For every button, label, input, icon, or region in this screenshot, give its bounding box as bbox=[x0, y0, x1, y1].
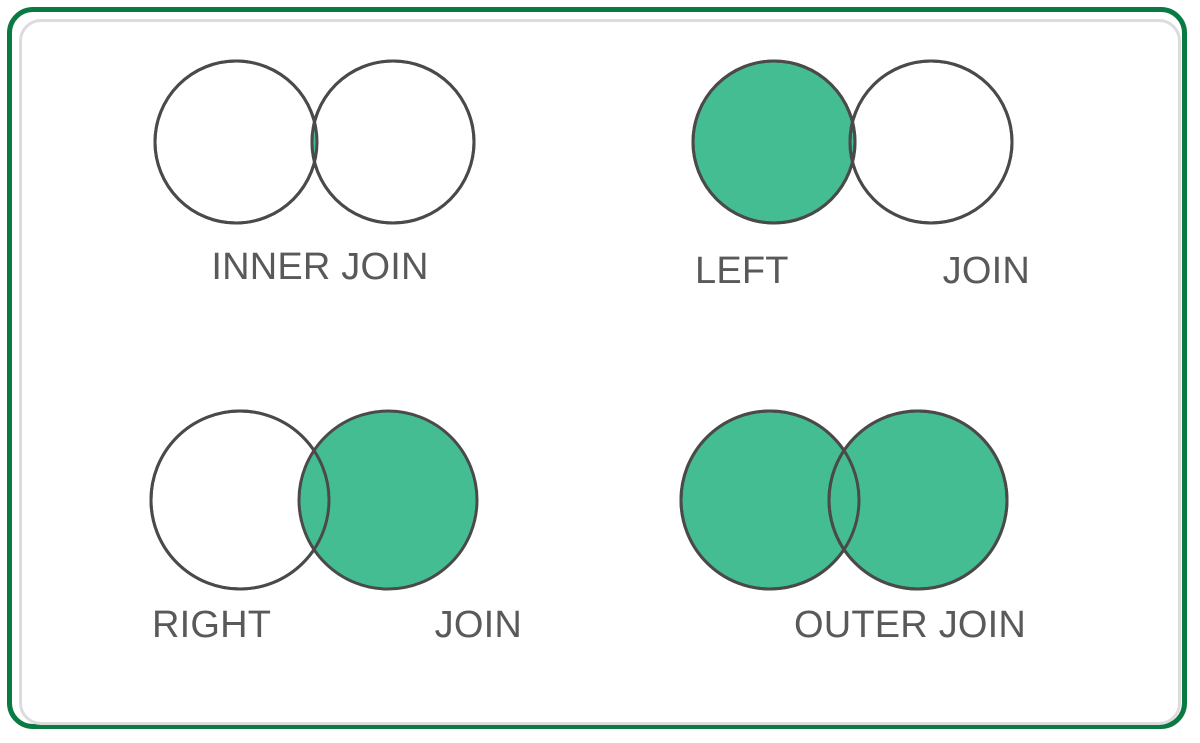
venn-diagram-left-join bbox=[686, 42, 1026, 242]
left-circle-outline bbox=[149, 409, 331, 591]
outer-join-svg bbox=[679, 409, 1009, 591]
right-circle bbox=[297, 409, 479, 591]
inner-frame-border bbox=[19, 19, 1181, 725]
left-circle-outline bbox=[691, 59, 857, 225]
right-circle-outline bbox=[310, 59, 476, 225]
label-left-join-part-b: JOIN bbox=[942, 250, 1030, 292]
label-left-join-part-a: LEFT bbox=[695, 250, 789, 292]
right-circle-outline bbox=[827, 409, 1009, 591]
venn-diagram-inner-join bbox=[148, 42, 488, 242]
left-circle-outline bbox=[679, 409, 861, 591]
venn-diagram-outer-join bbox=[678, 400, 1038, 600]
right-join-svg bbox=[149, 409, 479, 591]
right-circle-outline bbox=[848, 59, 1014, 225]
left-circle-outline bbox=[153, 59, 319, 225]
venn-diagram-right-join bbox=[148, 400, 508, 600]
inner-join-svg bbox=[153, 59, 476, 225]
label-outer-join: OUTER JOIN bbox=[793, 604, 1027, 646]
outer-frame-border bbox=[7, 7, 1187, 729]
label-right-join-part-b: JOIN bbox=[434, 604, 522, 646]
left-join-svg bbox=[691, 59, 1014, 225]
label-inner-join: INNER JOIN bbox=[211, 246, 429, 288]
label-right-join-part-a: RIGHT bbox=[152, 604, 272, 646]
